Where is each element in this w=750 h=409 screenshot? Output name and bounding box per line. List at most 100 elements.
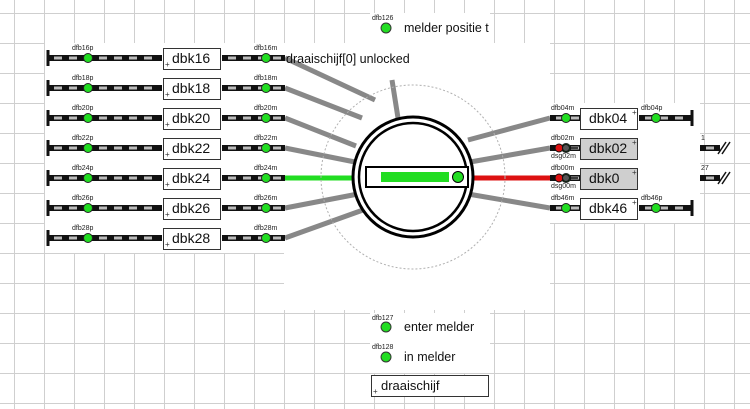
rail-sleeper: [69, 86, 77, 90]
rail-sleeper: [129, 236, 137, 240]
rail-sleeper: [273, 236, 281, 240]
block-dbk24[interactable]: dbk24: [163, 168, 221, 190]
rail-sleeper: [273, 116, 281, 120]
sensor-label: dfb02m: [551, 135, 575, 142]
sensor-lamp: [261, 83, 271, 93]
sensor-lamp: [83, 83, 93, 93]
rail-sleeper: [69, 146, 77, 150]
sensor-label: dfb22p: [72, 135, 94, 142]
turntable-outer-ring: [320, 84, 506, 270]
sensor-lamp: [261, 203, 271, 213]
block-dbk16[interactable]: dbk16: [163, 48, 221, 70]
rail-sleeper: [228, 56, 236, 60]
plus-icon: +: [165, 150, 170, 159]
rail-sleeper: [144, 116, 152, 120]
sensor-label: dfb26m: [254, 195, 278, 202]
track-segment: [222, 205, 285, 211]
sensor-label: dfb18p: [72, 75, 94, 82]
rail-sleeper: [99, 236, 107, 240]
sensor-lamp: [261, 173, 271, 183]
rail-sleeper: [645, 116, 653, 120]
block-dbk46[interactable]: dbk46: [580, 198, 638, 220]
block-dbk26[interactable]: dbk26: [163, 198, 221, 220]
rail-02: [469, 145, 551, 165]
block-dbk02[interactable]: dbk02: [580, 138, 638, 160]
rail-sleeper: [129, 206, 137, 210]
rail-sleeper: [273, 56, 281, 60]
sensor-label: dfb20m: [254, 105, 278, 112]
rail-sleeper: [243, 206, 251, 210]
rail-sleeper: [99, 116, 107, 120]
bottom-sensor-panel: [370, 313, 490, 373]
sensor-label: dfb16p: [72, 45, 94, 52]
rail-18: [284, 85, 363, 121]
rail-sleeper: [228, 146, 236, 150]
block-dbk18[interactable]: dbk18: [163, 78, 221, 100]
rail-26: [284, 191, 359, 211]
sensor-label: dfb04p: [641, 105, 663, 112]
rail-sleeper: [114, 236, 122, 240]
rail-sleeper: [706, 146, 714, 150]
block-dbk0[interactable]: dbk0: [580, 168, 638, 190]
sensor-label: dfb28p: [72, 225, 94, 232]
rail-sleeper: [243, 236, 251, 240]
rail-sleeper: [571, 206, 579, 210]
rail-sleeper: [243, 86, 251, 90]
rail-sleeper: [228, 176, 236, 180]
sensor-lamp: [561, 203, 571, 213]
track-break: [717, 141, 727, 155]
sensor-lamp: [83, 203, 93, 213]
rail-sleeper: [54, 236, 62, 240]
rail-sleeper: [144, 146, 152, 150]
rail-sleeper: [99, 146, 107, 150]
rail-sleeper: [54, 176, 62, 180]
sensor-label: dfb46m: [551, 195, 575, 202]
sensor-label: dfb22m: [254, 135, 278, 142]
turntable-sensor: [452, 171, 464, 183]
rail-sleeper: [660, 206, 668, 210]
sensor-label: dfb28m: [254, 225, 278, 232]
turntable-rails: [283, 55, 551, 241]
sensor-text: enter melder: [404, 320, 475, 334]
track-segment: [222, 55, 285, 61]
track-segment: [222, 85, 285, 91]
sensor-label: dfb24m: [254, 165, 278, 172]
plus-icon: +: [165, 210, 170, 219]
signal-off: [562, 174, 570, 182]
sensor-label: dfb127: [372, 315, 394, 322]
rail-22: [284, 145, 356, 165]
sensor-label: dfb128: [372, 344, 394, 351]
sensor-lamp: [261, 143, 271, 153]
rail-sleeper: [273, 146, 281, 150]
sensor-label: dfb46p: [641, 195, 663, 202]
sensor-lamp: [83, 173, 93, 183]
sensor-lamp: [380, 22, 392, 34]
buffer-stop: [690, 110, 694, 126]
turntable-title: draaischijf[0] unlocked: [286, 52, 410, 66]
plus-icon: +: [632, 198, 637, 207]
rail-sleeper: [228, 206, 236, 210]
rail-sleeper: [556, 206, 564, 210]
rail-sleeper: [273, 86, 281, 90]
block-dbk28[interactable]: dbk28: [163, 228, 221, 250]
plus-icon: +: [632, 138, 637, 147]
sensor-lamp: [83, 233, 93, 243]
block-dbk20[interactable]: dbk20: [163, 108, 221, 130]
turntable-bridge-track: [381, 172, 449, 182]
track-break: [721, 171, 731, 185]
block-dbk04[interactable]: dbk04: [580, 108, 638, 130]
rail-sleeper: [556, 116, 564, 120]
plus-icon: +: [632, 108, 637, 117]
rail-sleeper: [144, 236, 152, 240]
track-segment: [222, 175, 285, 181]
turntable-name-box[interactable]: draaischijf: [371, 375, 489, 397]
rail-sleeper: [273, 206, 281, 210]
rail-sleeper: [129, 146, 137, 150]
rail-46: [467, 191, 551, 211]
block-dbk22[interactable]: dbk22: [163, 138, 221, 160]
rail-sleeper: [54, 56, 62, 60]
signal-label: dsg00m: [551, 183, 576, 190]
rail-sleeper: [99, 206, 107, 210]
rail-sleeper: [69, 56, 77, 60]
